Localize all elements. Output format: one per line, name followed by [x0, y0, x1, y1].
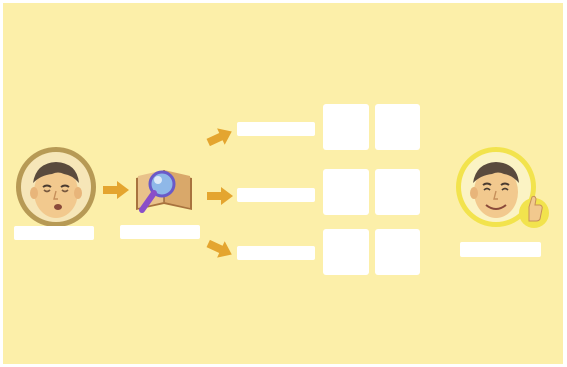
- right-arrow-icon: [206, 128, 232, 147]
- research-label: [120, 225, 200, 239]
- right-arrow-icon: [207, 187, 233, 205]
- sad-man-face-icon: [16, 147, 96, 227]
- option-2-box-a: [323, 169, 369, 215]
- option-3-box-b: [375, 229, 420, 275]
- right-arrow-icon: [103, 181, 129, 199]
- option-2-label: [237, 188, 315, 202]
- option-1-label: [237, 122, 315, 136]
- option-3-label: [237, 246, 315, 260]
- happy-man-thumbs-up-icon: [456, 147, 549, 228]
- option-2-box-b: [375, 169, 420, 215]
- start-label: [14, 226, 94, 240]
- end-label: [460, 242, 541, 257]
- right-arrow-icon: [206, 239, 232, 258]
- option-1-box-a: [323, 104, 369, 150]
- option-3-box-a: [323, 229, 369, 275]
- book-magnifier-icon: [136, 170, 192, 213]
- option-1-box-b: [375, 104, 420, 150]
